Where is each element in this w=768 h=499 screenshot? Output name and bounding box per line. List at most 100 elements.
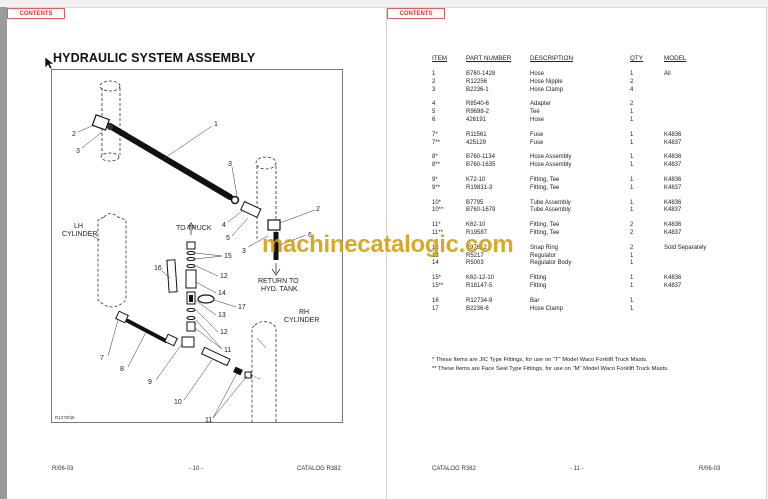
footer-revision: R/06-03 <box>699 466 721 472</box>
callout-9: 9 <box>148 379 152 386</box>
cell-item: 13 <box>432 252 439 259</box>
cell-item: 5 <box>432 109 436 116</box>
cell-qty: 1 <box>630 139 634 146</box>
group-spacer <box>432 94 732 101</box>
cell-desc: Fuse <box>530 131 544 138</box>
callout-12b: 12 <box>220 329 228 336</box>
cell-model: K4837 <box>664 184 682 191</box>
cell-desc: Hose <box>530 71 545 77</box>
cell-part: 425129 <box>466 139 487 146</box>
cell-item: 6 <box>432 116 436 123</box>
table-row: 2 R12256 Hose Nipple 2 <box>432 79 732 87</box>
cell-qty: 1 <box>630 252 634 259</box>
cell-part: 426191 <box>466 116 487 123</box>
contents-link[interactable]: CONTENTS <box>387 8 445 19</box>
cell-desc: Hose Nipple <box>530 78 563 85</box>
cell-item: 9** <box>432 184 441 191</box>
callout-4: 4 <box>222 222 226 229</box>
callout-5: 5 <box>226 235 230 242</box>
cell-qty: 1 <box>630 71 634 77</box>
cell-desc: Fuse <box>530 139 544 146</box>
cell-qty: 1 <box>630 184 634 191</box>
cell-item: 10** <box>432 207 444 214</box>
cell-model: K4837 <box>664 282 682 289</box>
cell-qty: 1 <box>630 154 634 161</box>
cell-model: K4837 <box>664 229 682 236</box>
cell-model: K4837 <box>664 139 682 146</box>
viewer-toolbar <box>0 0 768 8</box>
cell-item: 15* <box>432 275 442 282</box>
mouse-cursor-icon <box>44 56 54 70</box>
cell-part: R19831-3 <box>466 184 493 191</box>
cell-desc: Hose Clamp <box>530 86 564 93</box>
callout-3c: 3 <box>242 248 246 255</box>
callout-12: 12 <box>220 273 228 280</box>
cell-item: 17 <box>432 305 439 312</box>
cell-model <box>664 101 732 109</box>
cell-part: K97612 <box>466 244 487 251</box>
cell-part: R12256 <box>466 78 488 85</box>
callout-2b: 2 <box>316 206 320 213</box>
cell-desc: Fitting, Tee <box>530 229 560 236</box>
callout-1: 1 <box>214 121 218 128</box>
cell-desc: Regulator Body <box>530 260 572 267</box>
footer-catalog: CATALOG R382 <box>432 466 476 472</box>
footnotes: * These Items are JIC Type Fittings, for… <box>432 356 669 373</box>
cell-part: R19587 <box>466 229 488 236</box>
cell-qty: 1 <box>630 305 634 312</box>
cell-desc: Fitting <box>530 275 547 282</box>
group-spacer <box>432 215 732 222</box>
col-part-number: PART NUMBER <box>466 55 512 62</box>
figure-code: R12700|K <box>55 415 75 420</box>
cell-qty: 2 <box>630 78 634 85</box>
callout-15: 15 <box>224 253 232 260</box>
return-label-2: HYD. TANK <box>261 286 298 293</box>
cell-part: B760-1134 <box>466 154 495 161</box>
footer-page-number: - 10 - <box>189 466 204 472</box>
cell-desc: Hose Assembly <box>530 162 572 169</box>
cell-model: All <box>664 71 671 77</box>
cell-part: R9698-2 <box>466 109 490 116</box>
cell-model: K4837 <box>664 207 682 214</box>
cell-qty: 1 <box>630 260 634 267</box>
cell-qty: 2 <box>630 101 634 108</box>
group-spacer <box>432 193 732 200</box>
cell-desc: Fitting <box>530 282 547 289</box>
catalog-page-10: CONTENTS HYDRAULIC SYSTEM ASSEMBLY <box>7 8 387 499</box>
cell-qty: 1 <box>630 162 634 169</box>
footer-revision: R/06-03 <box>52 466 74 472</box>
cell-qty: 1 <box>630 275 634 282</box>
cell-qty: 1 <box>630 116 634 123</box>
footer-page-number: - 11 - <box>570 466 584 472</box>
cell-desc: Fitting, Tee <box>530 222 560 229</box>
cell-desc: Tee <box>530 109 540 116</box>
cell-item: 11* <box>432 222 441 229</box>
cell-item: 1 <box>432 71 436 77</box>
cell-model: K4836 <box>664 154 682 161</box>
cell-model <box>664 298 732 306</box>
callout-11b: 11 <box>205 417 212 422</box>
cell-qty: 2 <box>630 229 634 236</box>
callout-13: 13 <box>218 312 226 319</box>
table-header-row: ITEM PART NUMBER DESCRIPTION QTY MODEL <box>432 55 732 71</box>
cell-part: B7795 <box>466 199 484 206</box>
cell-item: 12 <box>432 244 439 251</box>
callout-3b: 3 <box>228 161 232 168</box>
cell-model <box>664 306 732 314</box>
cell-desc: Hose Clamp <box>530 305 564 312</box>
cell-item: 2 <box>432 78 436 85</box>
cell-desc: Snap Ring <box>530 244 559 251</box>
cell-desc: Bar <box>530 297 540 304</box>
cell-model <box>664 87 732 95</box>
cell-item: 9* <box>432 176 438 183</box>
contents-link[interactable]: CONTENTS <box>7 8 65 19</box>
